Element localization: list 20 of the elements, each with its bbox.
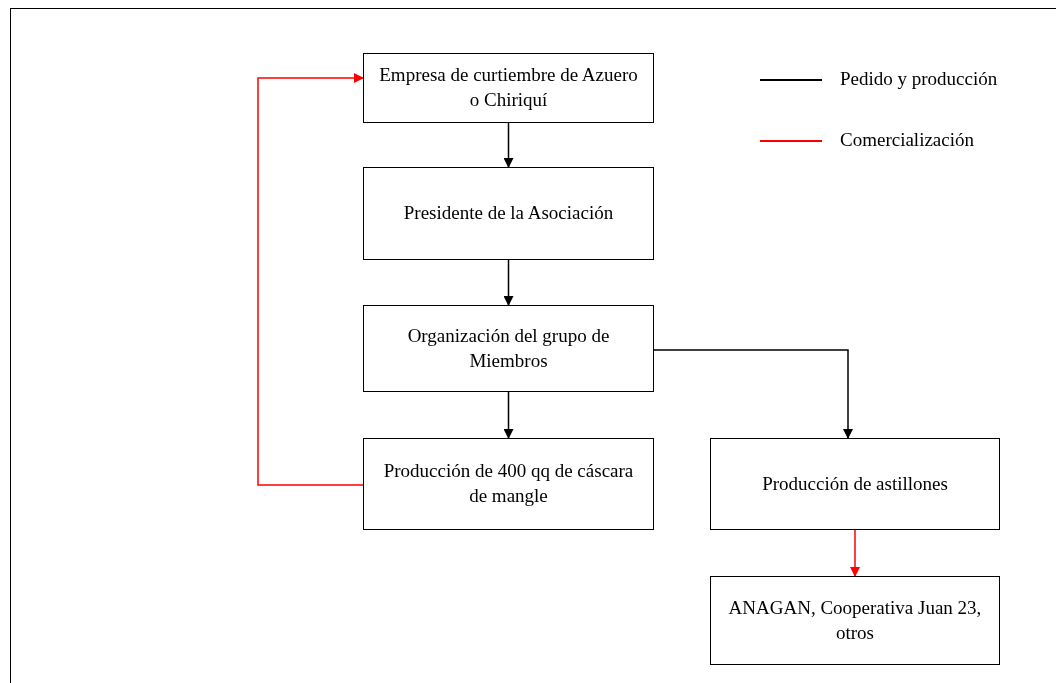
box-label: ANAGAN, Cooperativa Juan 23, otros xyxy=(727,595,983,645)
box-label: Organización del grupo de Miembros xyxy=(406,323,611,373)
arrow xyxy=(257,73,364,486)
box-label: Producción de astillones xyxy=(762,471,948,496)
legend-label: Pedido y producción xyxy=(840,68,998,90)
process-box xyxy=(363,438,654,530)
arrow xyxy=(503,391,514,439)
process-box xyxy=(710,438,1000,530)
arrow xyxy=(653,349,853,439)
box-label: Presidente de la Asociación xyxy=(403,201,614,226)
process-box xyxy=(363,167,654,260)
arrow xyxy=(503,259,514,306)
process-box xyxy=(363,305,654,392)
process-box xyxy=(363,53,654,123)
legend-label: Comercialización xyxy=(840,129,974,151)
arrow xyxy=(850,529,860,577)
box-label: Empresa de curtiembre de Azuero o Chiriquí xyxy=(378,63,639,112)
arrow xyxy=(503,122,514,168)
process-box xyxy=(710,576,1000,665)
box-label: Producción de 400 qq de cáscara de mangle xyxy=(382,459,635,508)
